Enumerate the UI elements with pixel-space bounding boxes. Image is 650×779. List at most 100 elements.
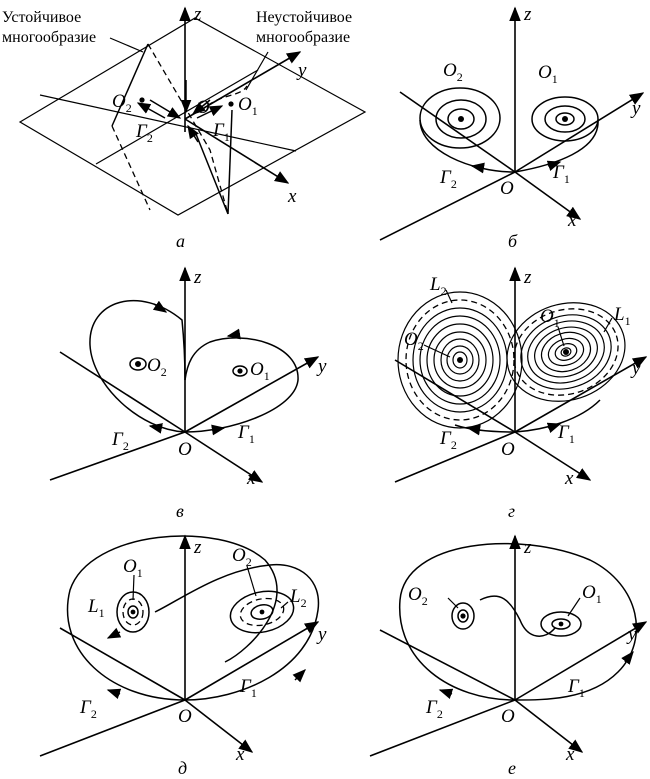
fixed-point-O2 [458, 116, 464, 122]
svg-text:Γ1: Γ1 [212, 120, 230, 144]
y-axis [184, 621, 320, 701]
caption-e: е [508, 758, 516, 778]
Gamma1-subscript: 1 [564, 172, 570, 186]
y-axis [514, 92, 645, 173]
spiral-O2 [451, 602, 475, 630]
Gamma2-label: Γ [79, 697, 92, 718]
gamma2-trajectory [454, 424, 516, 433]
stable-manifold-label: Устойчивое [2, 9, 81, 26]
y-axis-negative [394, 431, 516, 483]
Gamma2-subscript: 2 [451, 177, 457, 191]
svg-text:L1: L1 [613, 304, 631, 328]
origin-label: O [178, 439, 192, 460]
svg-text:O1: O1 [582, 582, 602, 606]
gamma-trajectory [399, 542, 638, 701]
limit-cycle-L2 [405, 299, 515, 421]
z-label: z [523, 267, 532, 288]
svg-text:Γ2: Γ2 [79, 697, 97, 721]
svg-text:O1: O1 [250, 359, 270, 383]
Gamma1-subscript: 1 [224, 130, 230, 144]
O2-label: O [112, 91, 126, 112]
connecting-trajectory [479, 595, 556, 637]
gamma2-arrow [136, 102, 166, 119]
fixed-point-O1 [562, 116, 568, 122]
unstable-manifold-label: Неустойчивое [256, 9, 352, 26]
svg-text:Γ1: Γ1 [239, 676, 257, 700]
leader-line [445, 289, 453, 304]
Gamma1-label: Γ [567, 676, 580, 697]
svg-text:O2: O2 [404, 329, 424, 353]
svg-text:Γ1: Γ1 [557, 422, 575, 446]
origin-label: O [178, 706, 192, 727]
spiral-arrow [106, 627, 122, 639]
panel-a: Устойчивое многообразие Неустойчивое мно… [2, 4, 367, 251]
z-label: z [193, 267, 202, 288]
x-label: x [246, 468, 256, 489]
L2-label: L [429, 274, 441, 295]
Gamma2-label: Γ [425, 697, 438, 718]
L1-label: L [87, 596, 99, 617]
limit-cycle-L1 [513, 308, 619, 396]
y-label: y [630, 358, 641, 379]
unstable-manifold-curve [199, 85, 248, 113]
y-axis [514, 356, 648, 433]
gamma2-arrow [106, 688, 122, 699]
O1-label: O [238, 94, 252, 115]
fixed-point-O1 [228, 101, 234, 107]
leader-line [246, 565, 257, 597]
y-label: y [316, 624, 327, 645]
spiral-O2 [435, 99, 487, 139]
svg-text:O2: O2 [408, 584, 428, 608]
svg-text:O1: O1 [538, 62, 558, 86]
panel-v: z y x O O2 O1 Γ2 Γ1 в [49, 266, 327, 521]
x-axis-negative [59, 351, 186, 433]
spiral-O2 [229, 590, 295, 634]
gamma1-arrow [196, 105, 224, 119]
x-axis [184, 118, 290, 184]
caption-b: б [508, 231, 518, 251]
plane-outline [18, 17, 367, 216]
Gamma2-label: Γ [439, 167, 452, 188]
spiral-O1 [232, 365, 248, 377]
spiral-O2 [129, 357, 147, 371]
svg-text:O1: O1 [238, 94, 258, 118]
y-axis-negative [369, 699, 516, 757]
spiral-O1 [540, 611, 582, 637]
stable-manifold-label: многообразие [2, 29, 96, 46]
gamma1-trajectory [514, 119, 599, 173]
leader-line [132, 574, 135, 601]
O2-subscript: 2 [126, 101, 132, 115]
L2-subscript: 2 [301, 596, 307, 610]
loop-arrow [226, 328, 241, 340]
O2-subscript: 2 [422, 594, 428, 608]
gamma2-arrow [148, 423, 163, 434]
x-axis [184, 699, 254, 753]
Gamma1-subscript: 1 [249, 432, 255, 446]
O1-label: O [540, 306, 554, 327]
gamma1-arrow [546, 422, 562, 433]
Gamma2-subscript: 2 [123, 439, 129, 453]
L2-subscript: 2 [441, 284, 447, 298]
svg-text:O2: O2 [443, 60, 463, 84]
spiral-O1 [127, 605, 139, 619]
O2-label: O [443, 60, 457, 81]
limit-cycle-L2 [239, 597, 285, 627]
Gamma1-label: Γ [237, 422, 250, 443]
y-axis-negative [39, 699, 186, 757]
Gamma2-subscript: 2 [437, 707, 443, 721]
svg-text:L1: L1 [87, 596, 105, 620]
svg-text:Γ2: Γ2 [425, 697, 443, 721]
Gamma1-label: Γ [552, 162, 565, 183]
panel-e: z y x O O2 O1 Γ2 Γ1 е [369, 534, 648, 778]
y-axis-negative [49, 431, 186, 481]
gamma1-arrow [621, 650, 634, 665]
Gamma1-subscript: 1 [569, 432, 575, 446]
spiral-O2 [447, 108, 475, 130]
stable-manifold-edge [111, 43, 149, 127]
O1-subscript: 1 [252, 104, 258, 118]
fixed-point-O1 [130, 609, 136, 615]
fixed-point-O2 [139, 97, 145, 103]
Gamma1-subscript: 1 [251, 686, 257, 700]
svg-text:Γ1: Γ1 [552, 162, 570, 186]
